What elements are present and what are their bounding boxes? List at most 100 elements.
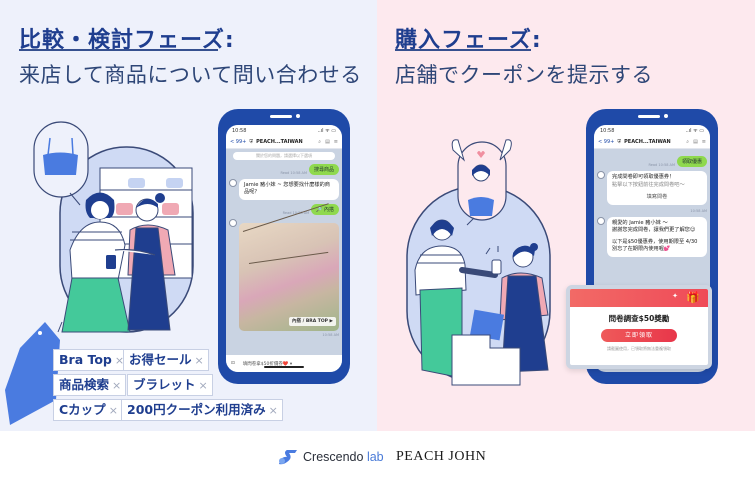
search-icon[interactable]: ⌕: [318, 139, 322, 145]
bra-top-link[interactable]: 內搭 / BRA TOP ▶: [289, 316, 336, 326]
chat-message-left: 完成問卷即可領取優惠券！ 點擊以下按鈕前往完成問卷吧～ 填寫問卷: [597, 171, 707, 205]
rich-menu-label[interactable]: 填問卷拿$50折價券❤️ ▾: [242, 361, 293, 367]
coupon-note: 請截圖使用，已領取將無法重複領取: [607, 346, 671, 351]
chat-message-right: Read 10:58 AM 搜尋商品: [229, 163, 339, 175]
status-bar: 10:58 ..ıl ᯤ ▭: [226, 125, 342, 136]
shield-icon: ⛨: [617, 139, 622, 145]
survey-line: 點擊以下按鈕前往完成問卷吧～: [612, 181, 685, 188]
close-icon[interactable]: ×: [268, 404, 278, 417]
phase-subtitle: 店舗でクーポンを提示する: [395, 63, 653, 87]
phase-subtitle: 来店して商品について問い合わせる: [19, 63, 362, 87]
note-icon[interactable]: ▤: [325, 139, 330, 145]
home-indicator: [264, 366, 304, 368]
claim-now-button[interactable]: 立即領取: [601, 329, 677, 342]
phone-speaker: [638, 115, 660, 118]
tag-c-cup[interactable]: Cカップ×: [53, 399, 123, 421]
crescendo-wordmark: Crescendo lab: [303, 450, 384, 464]
user-bubble-search: 搜尋商品: [308, 163, 339, 175]
coupon-header: ✦ 🎁: [570, 289, 708, 307]
gift-icon: 🎁: [686, 291, 700, 304]
close-icon[interactable]: ×: [114, 354, 125, 367]
header-icons: ⌕ ▤ ≡: [686, 139, 706, 145]
tag-label: 200円クーポン利用済み: [127, 402, 266, 417]
fill-survey-button[interactable]: 填寫問卷: [646, 194, 668, 201]
search-icon[interactable]: ⌕: [686, 139, 690, 145]
thanks-line: 親愛的 Jamie 豬小妹 ～: [612, 219, 668, 226]
crescendo-name: Crescendo: [303, 450, 364, 464]
survey-line: 完成問卷即可領取優惠券！: [612, 174, 675, 180]
bot-bubble-question: Jamie 豬小妹 ~ 您想要找什麼樣的商品呢？: [239, 178, 339, 200]
status-time: 10:58: [600, 127, 615, 134]
keyboard-icon[interactable]: ⊡: [231, 361, 235, 366]
menu-icon[interactable]: ≡: [333, 139, 338, 145]
tag-bralette[interactable]: ブラレット×: [127, 374, 213, 396]
sparkle-icon: ✦: [672, 292, 678, 300]
chat-name: PEACH...TAIWAN: [624, 139, 671, 145]
tag-coupon-used[interactable]: 200円クーポン利用済み×: [121, 399, 283, 421]
title-underline: [19, 49, 218, 51]
status-icons: ..ıl ᯤ ▭: [685, 127, 704, 134]
crescendo-lab-suffix: lab: [366, 450, 384, 464]
chat-header: < 99+ ⛨ PEACH...TAIWAN ⌕ ▤ ≡: [594, 136, 710, 149]
shop-assistant-illustration: [5, 121, 194, 425]
message-meta: 10:58 AM: [690, 208, 707, 213]
peach-john-logo: PEACH JOHN: [396, 449, 487, 464]
thanks-line: 以下是$50優惠券，使用期限至 4/30: [612, 238, 698, 245]
store-checkout-illustration: [406, 139, 551, 386]
rich-menu-bar[interactable]: ⊡ 填問卷拿$50折價券❤️ ▾: [226, 355, 342, 372]
photo-branch: [248, 251, 329, 264]
header-icons: ⌕ ▤ ≡: [318, 139, 338, 145]
phone-speaker: [270, 115, 292, 118]
thanks-line: 謝謝您完成問卷，讓我們更了解您😊: [612, 227, 696, 234]
user-bubble-innerwear: 🔎 內搭: [311, 203, 339, 215]
bot-bubble-survey: 完成問卷即可領取優惠券！ 點擊以下按鈕前往完成問卷吧～ 填寫問卷: [607, 171, 707, 205]
tag-bra-top[interactable]: Bra Top×: [53, 349, 130, 371]
menu-icon[interactable]: ≡: [701, 139, 706, 145]
chat-message-left: Jamie 豬小妹 ~ 您想要找什麼樣的商品呢？: [229, 178, 339, 200]
coupon-popup: ✦ 🎁 問卷調查$50獎勵 立即領取 請截圖使用，已領取將無法重複領取: [566, 285, 712, 369]
note-icon[interactable]: ▤: [693, 139, 698, 145]
crescendo-lab-logo: Crescendo lab: [277, 448, 384, 466]
chat-message-left-card: [229, 218, 339, 227]
tag-label: Cカップ: [59, 402, 106, 417]
chat-header: < 99+ ⛨ PEACH...TAIWAN ⌕ ▤ ≡: [226, 136, 342, 149]
chat-body: 關於您的問題，請選擇以下選項 Read 10:58 AM 搜尋商品 Jamie …: [226, 149, 342, 340]
brand-avatar: [597, 171, 605, 179]
product-image-card[interactable]: 內搭 / BRA TOP ▶: [239, 203, 339, 331]
brand-avatar: [597, 216, 605, 225]
close-icon[interactable]: ×: [194, 354, 204, 367]
chat-name: PEACH...TAIWAN: [256, 139, 303, 145]
tag-label: お得セール: [129, 352, 192, 367]
title-underline: [395, 49, 531, 51]
tag-product-search[interactable]: 商品検索×: [53, 374, 127, 396]
back-button[interactable]: < 99+: [598, 139, 615, 145]
coupon-title: 問卷調查$50獎勵: [608, 314, 670, 323]
shield-icon: ⛨: [249, 139, 254, 145]
tag-label: ブラレット: [133, 377, 196, 392]
status-time: 10:58: [232, 127, 247, 134]
message-meta: Read 10:58 AM: [648, 162, 675, 167]
phone-camera: [664, 114, 668, 118]
user-bubble-get-coupon: 領取優惠: [676, 156, 707, 167]
brand-avatar: [229, 218, 237, 227]
brand-avatar: [229, 178, 237, 187]
phone-mockup-chat: 10:58 ..ıl ᯤ ▭ < 99+ ⛨ PEACH...TAIWAN ⌕ …: [218, 109, 350, 384]
status-icons: ..ıl ᯤ ▭: [317, 127, 336, 134]
message-meta: Read 10:58 AM: [280, 170, 307, 175]
tag-label: Bra Top: [59, 352, 112, 367]
message-meta: 10:58 AM: [322, 332, 339, 337]
left-panel-comparison-phase: 比較・検討フェーズ: 来店して商品について問い合わせる: [0, 0, 377, 431]
tag-label: 商品検索: [59, 377, 110, 392]
chat-body: Read 10:58 AM 領取優惠 完成問卷即可領取優惠券！ 點擊以下按鈕前往…: [594, 149, 710, 264]
close-icon[interactable]: ×: [198, 379, 208, 392]
back-button[interactable]: < 99+: [230, 139, 247, 145]
status-bar: 10:58 ..ıl ᯤ ▭: [594, 125, 710, 136]
footer: [0, 431, 755, 484]
thanks-line: 別忘了在期限內使用喔💕: [612, 246, 671, 253]
close-icon[interactable]: ×: [108, 404, 118, 417]
tag-sale[interactable]: お得セール×: [123, 349, 209, 371]
crescendo-wave-icon: [279, 450, 297, 465]
bot-bubble-thanks: 親愛的 Jamie 豬小妹 ～ 謝謝您完成問卷，讓我們更了解您😊 以下是$50優…: [607, 216, 707, 257]
chat-message-left: 親愛的 Jamie 豬小妹 ～ 謝謝您完成問卷，讓我們更了解您😊 以下是$50優…: [597, 216, 707, 257]
close-icon[interactable]: ×: [112, 379, 122, 392]
